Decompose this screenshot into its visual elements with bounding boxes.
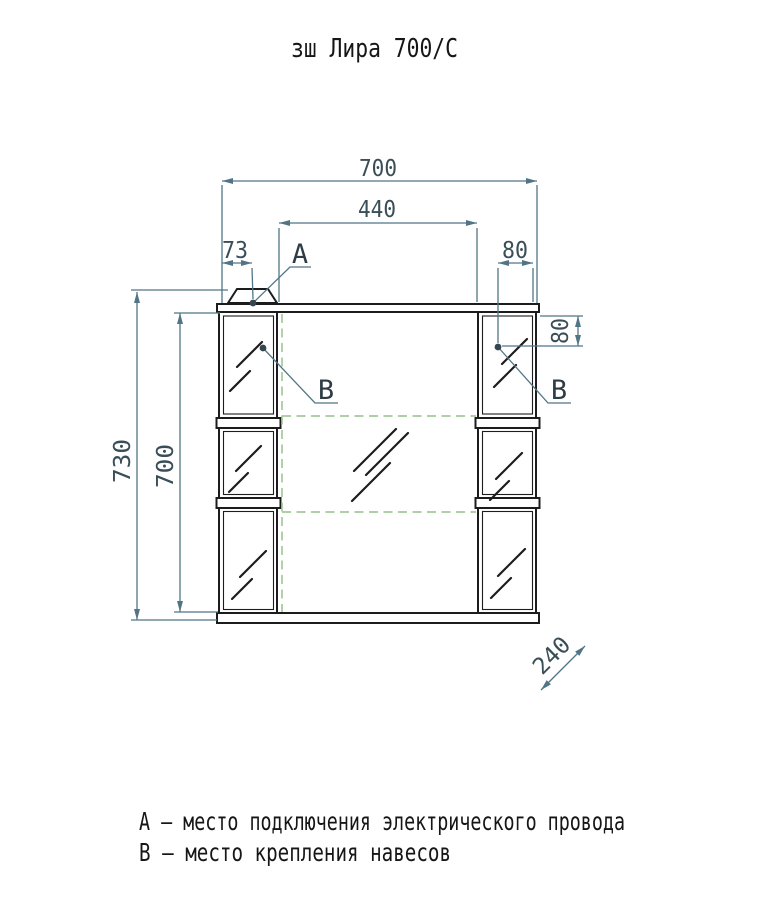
- leader-line: [262, 347, 338, 404]
- hatch-left-top-1: [235, 340, 264, 369]
- point-b-left-marker: [259, 344, 267, 352]
- hatch-left-bot-2: [230, 577, 254, 601]
- legend: А – место подключения электрического про…: [139, 807, 625, 867]
- ext-line: [251, 267, 254, 300]
- point-b-left-label: В: [318, 375, 334, 406]
- hidden-lines: [281, 314, 476, 612]
- top-cornice: [216, 303, 540, 313]
- left-shelf-band-lower: [215, 497, 282, 509]
- dim-height-body: 700: [153, 312, 220, 613]
- drawing-title: зш Лира 700/С: [291, 34, 458, 64]
- callout-point-b-left: В: [259, 344, 338, 406]
- dim-value: 700: [153, 444, 179, 488]
- hatch-center-1: [352, 427, 398, 473]
- hatch-center-3: [350, 461, 392, 503]
- dim-left-inset: 73: [222, 238, 254, 300]
- right-mirror-top: [481, 315, 534, 415]
- hatch-right-bot-2: [489, 576, 513, 600]
- left-mirror-middle: [222, 430, 275, 496]
- leader-line: [252, 266, 311, 304]
- dim-value: 700: [359, 156, 397, 182]
- mirror-hatching: [227, 337, 529, 601]
- hatch-right-mid-2: [488, 479, 511, 502]
- cabinet-outline: [215, 288, 541, 624]
- legend-item-b: В – место крепления навесов: [139, 838, 451, 867]
- dim-value: 80: [502, 238, 528, 264]
- point-b-right-marker: [494, 343, 502, 351]
- hatch-left-bot-1: [238, 549, 268, 579]
- leader-line: [497, 346, 571, 404]
- dim-depth: 240: [528, 632, 586, 691]
- hatch-right-top-1: [500, 337, 529, 366]
- right-mirror-bottom: [481, 510, 534, 611]
- left-mirror-top: [222, 315, 275, 415]
- right-shelf-band-upper: [474, 417, 541, 429]
- callout-point-b-right: В: [494, 343, 571, 406]
- dim-value: 73: [222, 238, 248, 264]
- bottom-bar: [216, 612, 540, 624]
- legend-item-a: А – место подключения электрического про…: [139, 807, 625, 836]
- hatch-left-mid-1: [234, 444, 263, 473]
- dim-width-center: 440: [278, 197, 478, 302]
- hatch-right-bot-1: [496, 547, 527, 578]
- dim-value: 440: [358, 197, 396, 223]
- dim-value: 240: [528, 632, 576, 680]
- hatch-right-top-2: [492, 363, 518, 389]
- dim-line: [540, 645, 586, 691]
- left-mirror-bottom: [222, 510, 275, 611]
- dim-value: 730: [110, 439, 136, 483]
- callout-point-a: А: [249, 239, 311, 307]
- dim-point-b-drop: 80: [502, 315, 583, 347]
- point-b-right-label: В: [551, 375, 567, 406]
- dim-value: 80: [548, 318, 574, 344]
- left-column: [218, 311, 278, 614]
- point-a-label: А: [292, 239, 308, 270]
- hatch-left-mid-2: [227, 471, 250, 494]
- right-shelf-band-lower: [474, 497, 541, 509]
- point-a-marker: [249, 299, 257, 307]
- hatch-right-mid-1: [494, 451, 524, 481]
- hatch-center-2: [364, 431, 410, 477]
- dim-height-overall: 730: [110, 289, 228, 621]
- hatch-left-top-2: [228, 369, 252, 393]
- dim-right-inset: 80: [497, 238, 534, 343]
- dim-width-overall: 700: [221, 156, 538, 303]
- left-shelf-band-upper: [215, 417, 282, 429]
- right-mirror-middle: [481, 430, 534, 496]
